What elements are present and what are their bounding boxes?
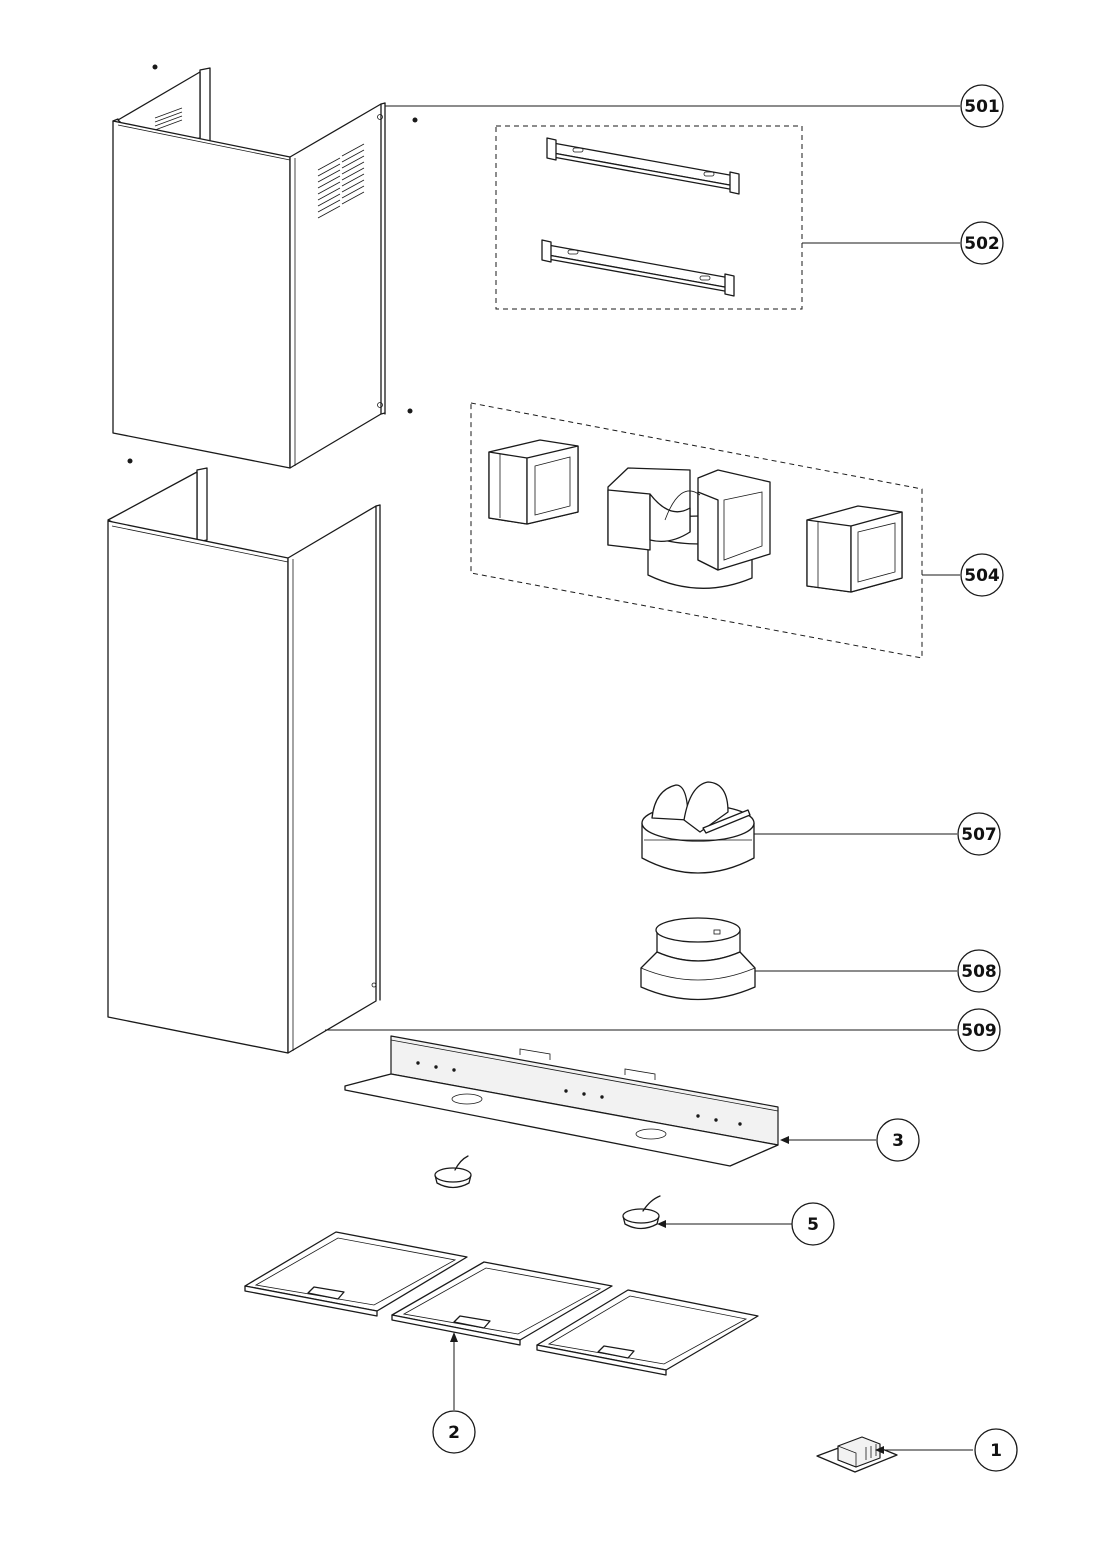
callout-1: 1	[974, 1428, 1018, 1472]
callout-509-label: 509	[961, 1021, 997, 1041]
callout-507: 507	[957, 812, 1001, 856]
mounting-frame-part	[344, 1035, 779, 1167]
callout-504: 504	[960, 553, 1004, 597]
callout-507-label: 507	[961, 825, 997, 845]
callout-3-label: 3	[892, 1131, 904, 1151]
switch-module-part	[816, 1436, 898, 1473]
callout-508: 508	[957, 949, 1001, 993]
callout-501: 501	[960, 84, 1004, 128]
grease-filter-middle	[391, 1261, 613, 1346]
callout-501-label: 501	[964, 97, 1000, 117]
callout-508-label: 508	[961, 962, 997, 982]
callout-5: 5	[791, 1202, 835, 1246]
callout-3: 3	[876, 1118, 920, 1162]
lamp-left	[434, 1155, 472, 1189]
callout-5-label: 5	[807, 1215, 819, 1235]
duct-adaptor-center	[607, 467, 771, 589]
callout-504-label: 504	[964, 566, 1000, 586]
callout-502: 502	[960, 221, 1004, 265]
callout-509: 509	[957, 1008, 1001, 1052]
lamp-right	[622, 1195, 661, 1230]
callout-1-label: 1	[990, 1441, 1002, 1461]
duct-adaptor-left	[488, 439, 579, 525]
duct-adaptor-right	[806, 505, 903, 593]
reducer-collar-part	[640, 917, 756, 1001]
callout-2: 2	[432, 1410, 476, 1454]
callout-502-label: 502	[964, 234, 1000, 254]
leader-lines	[325, 105, 973, 1454]
non-return-valve-part	[641, 781, 755, 874]
grease-filter-right	[536, 1289, 759, 1376]
lower-chimney-part	[107, 467, 381, 1054]
callout-2-label: 2	[448, 1423, 460, 1443]
upper-chimney-part	[112, 64, 418, 469]
grease-filter-left	[244, 1231, 468, 1317]
bracket-upper	[546, 137, 740, 195]
bracket-lower	[541, 239, 735, 297]
